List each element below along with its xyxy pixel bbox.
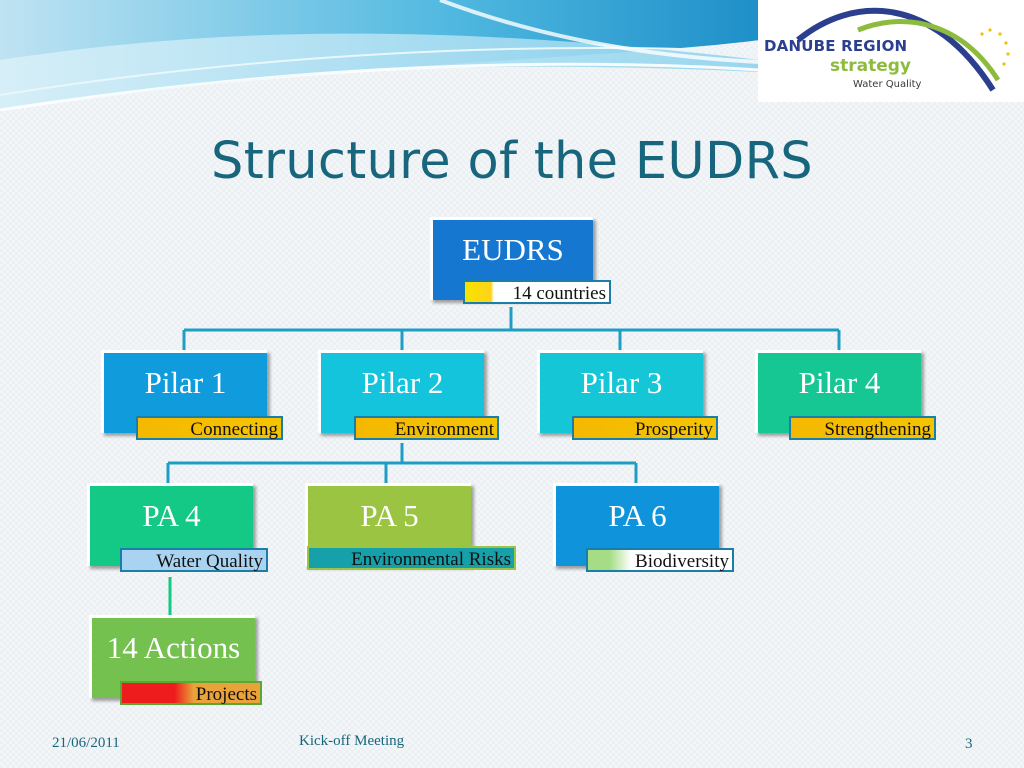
node-pilar-4-label: Pilar 4 bbox=[798, 365, 881, 400]
slide-title: Structure of the EUDRS bbox=[211, 132, 813, 191]
logo-line-3: Water Quality bbox=[853, 79, 922, 90]
logo-line-1: DANUBE REGION bbox=[764, 37, 908, 55]
node-pilar-2-tag: Environment bbox=[354, 416, 499, 440]
node-actions-tag: Projects bbox=[120, 681, 262, 705]
footer-meeting: Kick-off Meeting bbox=[299, 733, 405, 749]
node-pa-5-label: PA 5 bbox=[360, 498, 419, 533]
node-actions-label: 14 Actions bbox=[106, 630, 241, 665]
danube-region-logo: DANUBE REGION strategy Water Quality bbox=[758, 0, 1024, 102]
logo-line-2: strategy bbox=[830, 56, 912, 76]
node-pilar-3-label: Pilar 3 bbox=[580, 365, 663, 400]
node-pa-6-tag: Biodiversity bbox=[586, 548, 734, 572]
header-waves-decoration bbox=[0, 0, 761, 112]
footer-page-number: 3 bbox=[965, 736, 973, 752]
node-pa-4-tag: Water Quality bbox=[120, 548, 268, 572]
node-pilar-4-tag: Strengthening bbox=[789, 416, 936, 440]
node-pilar-1-tag: Connecting bbox=[136, 416, 283, 440]
node-pa-6-label: PA 6 bbox=[608, 498, 667, 533]
node-eudrs-label: EUDRS bbox=[462, 232, 564, 267]
node-pilar-2-label: Pilar 2 bbox=[361, 365, 444, 400]
logo-arc-icon bbox=[796, 7, 1010, 92]
node-pilar-1-label: Pilar 1 bbox=[144, 365, 227, 400]
node-pilar-3-tag: Prosperity bbox=[572, 416, 718, 440]
node-eudrs-tag: 14 countries bbox=[463, 280, 611, 304]
node-pa-4-label: PA 4 bbox=[142, 498, 201, 533]
footer-date: 21/06/2011 bbox=[52, 735, 120, 751]
node-eudrs: EUDRS bbox=[430, 217, 593, 300]
node-pa-5-tag: Environmental Risks bbox=[307, 546, 516, 570]
